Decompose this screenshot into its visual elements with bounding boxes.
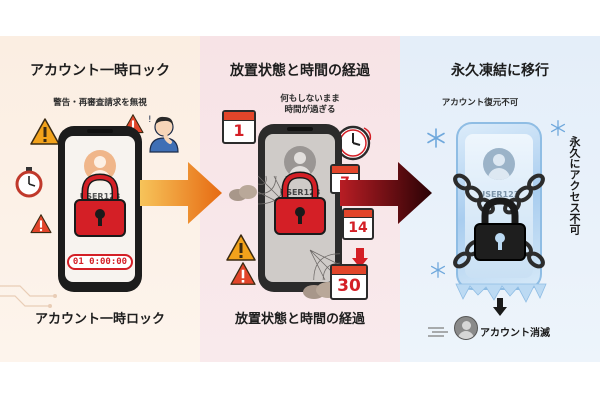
stopwatch-icon [15, 167, 43, 198]
panel-subtitle: 警告・再審査請求を無視 [53, 98, 147, 108]
snowflake-icon [427, 128, 445, 148]
panel-title: アカウント一時ロック [30, 63, 170, 79]
circuit-decoration [0, 285, 57, 308]
username-label: USER123 [79, 192, 121, 201]
subtitle-line: 何もしないまま [280, 94, 340, 104]
dust-cloud-decoration [229, 185, 257, 201]
deleted-account-avatar [454, 316, 478, 340]
subtitle-line: 時間が過ぎる [284, 105, 336, 115]
warning-icon [30, 118, 60, 145]
calendar-day: 14 [348, 220, 368, 236]
countdown-timer: 01 0:00:00 [67, 254, 133, 270]
flow-arrow-orange [140, 162, 222, 224]
warning-icon [226, 234, 256, 261]
panel-footer: 放置状態と時間の経過 [234, 312, 365, 327]
vertical-caption: 永久にアクセス不可 [568, 136, 581, 235]
warning-icon [30, 214, 52, 234]
flow-arrow-dark-red [340, 162, 432, 224]
panel-subtitle: アカウント復元不可 [441, 98, 519, 108]
panel-permanent-freeze: 永久凍結に移行 アカウント復元不可 USER123 [400, 36, 600, 362]
warning-icon [230, 262, 256, 285]
svg-text:!: ! [148, 115, 152, 125]
arrow-down-icon [493, 298, 507, 316]
phone-notch [287, 127, 313, 131]
worried-person-icon: ! [148, 115, 179, 153]
padlock-icon [474, 197, 526, 261]
username-label: USER123 [478, 190, 520, 199]
phone-notch [87, 129, 113, 133]
calendar-day: 1 [233, 121, 245, 140]
icicles-decoration [455, 283, 547, 303]
username-label: USER123 [279, 188, 321, 197]
calendar-day: 30 [337, 276, 361, 296]
arrow-down-icon [352, 248, 368, 268]
padlock-icon [274, 171, 326, 235]
snowflake-icon [550, 120, 566, 136]
snowflake-icon [430, 262, 446, 278]
padlock-icon [74, 173, 126, 237]
panel-neglect-time-passing: 放置状態と時間の経過 何もしないまま 時間が過ぎる 1 USER123 [200, 36, 400, 362]
panel-footer: アカウント一時ロック [34, 312, 165, 327]
deleted-account-label: アカウント消滅 [480, 328, 550, 339]
avatar [483, 148, 515, 180]
panel-title: 永久凍結に移行 [451, 63, 549, 79]
speed-lines-decoration [428, 327, 448, 337]
panel-title: 放置状態と時間の経過 [230, 63, 370, 79]
calendar-icon: 1 [222, 110, 256, 144]
calendar-icon: 30 [330, 264, 368, 300]
calendar-icon: 14 [342, 208, 374, 240]
panel-subtitle: 何もしないまま 時間が過ぎる [260, 94, 360, 116]
